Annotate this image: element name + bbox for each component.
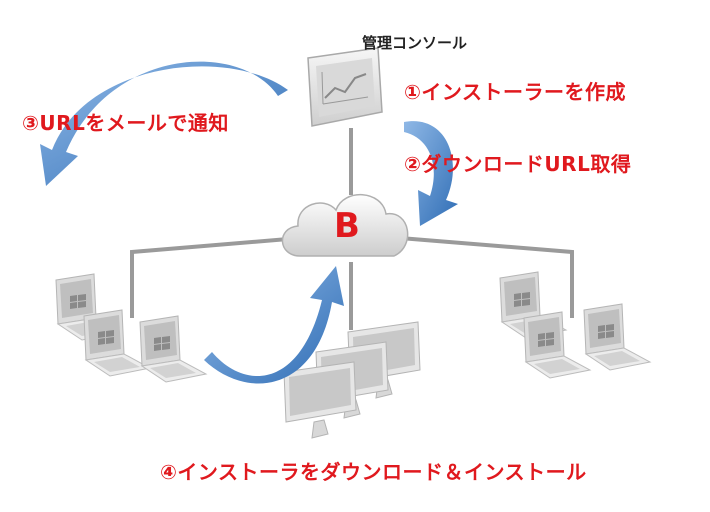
flow-arrows [40,61,458,384]
arrow-step2 [404,121,458,226]
client-laptop [83,309,151,377]
right-branch-line [399,236,574,318]
client-laptop [523,311,591,379]
network-lines [130,128,574,330]
center-client-group [283,321,421,439]
step-1-label: ①インストーラーを作成 [404,80,627,104]
arrow-step3 [40,61,288,186]
step-4-label: ④インストーラをダウンロード＆インストール [160,460,587,484]
cloud-server [281,194,409,257]
step-2-label: ②ダウンロードURL取得 [404,152,632,176]
cloud-logo-letter: B [334,206,360,246]
chart-line-icon [324,73,367,99]
management-console-monitor [307,47,383,127]
client-laptop [139,315,207,383]
left-branch-line [130,236,301,318]
console-title: 管理コンソール [362,34,468,52]
step-3-label: ③URLをメールで通知 [22,111,229,135]
right-client-group [499,271,651,379]
arrow-step4 [204,266,344,384]
client-desktop [283,361,357,439]
client-laptop [583,303,651,371]
